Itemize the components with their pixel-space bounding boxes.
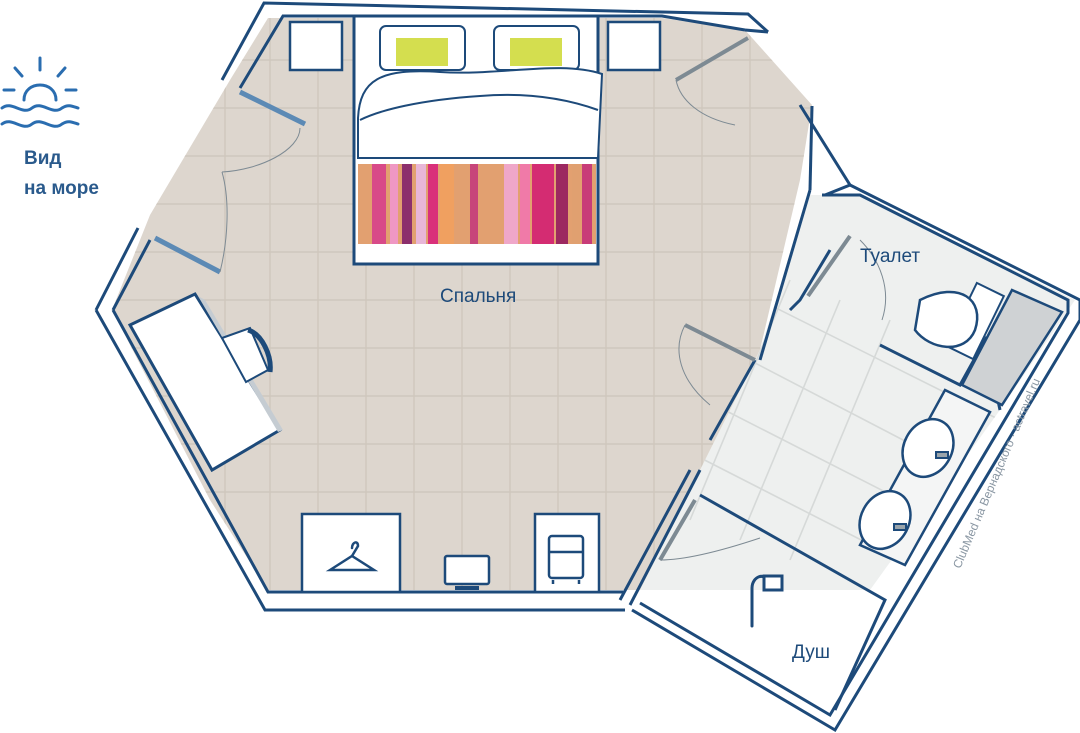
grey-cabinet	[960, 288, 1064, 407]
sun-over-sea-icon	[0, 56, 80, 128]
windows	[153, 89, 307, 275]
shower-head-icon	[750, 574, 784, 628]
sea-view-line2: на море	[24, 178, 99, 199]
shower-label: Душ	[792, 642, 831, 663]
nightstands	[288, 20, 662, 72]
striped-blanket	[358, 164, 596, 244]
sea-view-line1: Вид	[24, 148, 62, 169]
toilet	[913, 281, 1006, 361]
tv-icon	[443, 554, 491, 590]
bedroom-label: Спальня	[440, 286, 517, 307]
chair	[220, 326, 273, 384]
sea-view-label: Вид на море	[24, 144, 99, 204]
toilet-label: Туалет	[860, 246, 921, 267]
wardrobe	[300, 512, 402, 594]
doors	[658, 36, 852, 562]
door-swings	[219, 79, 886, 561]
fridge-icon	[547, 534, 585, 584]
hanger-icon	[325, 541, 379, 572]
sinks	[858, 417, 955, 551]
double-bed	[352, 14, 604, 266]
